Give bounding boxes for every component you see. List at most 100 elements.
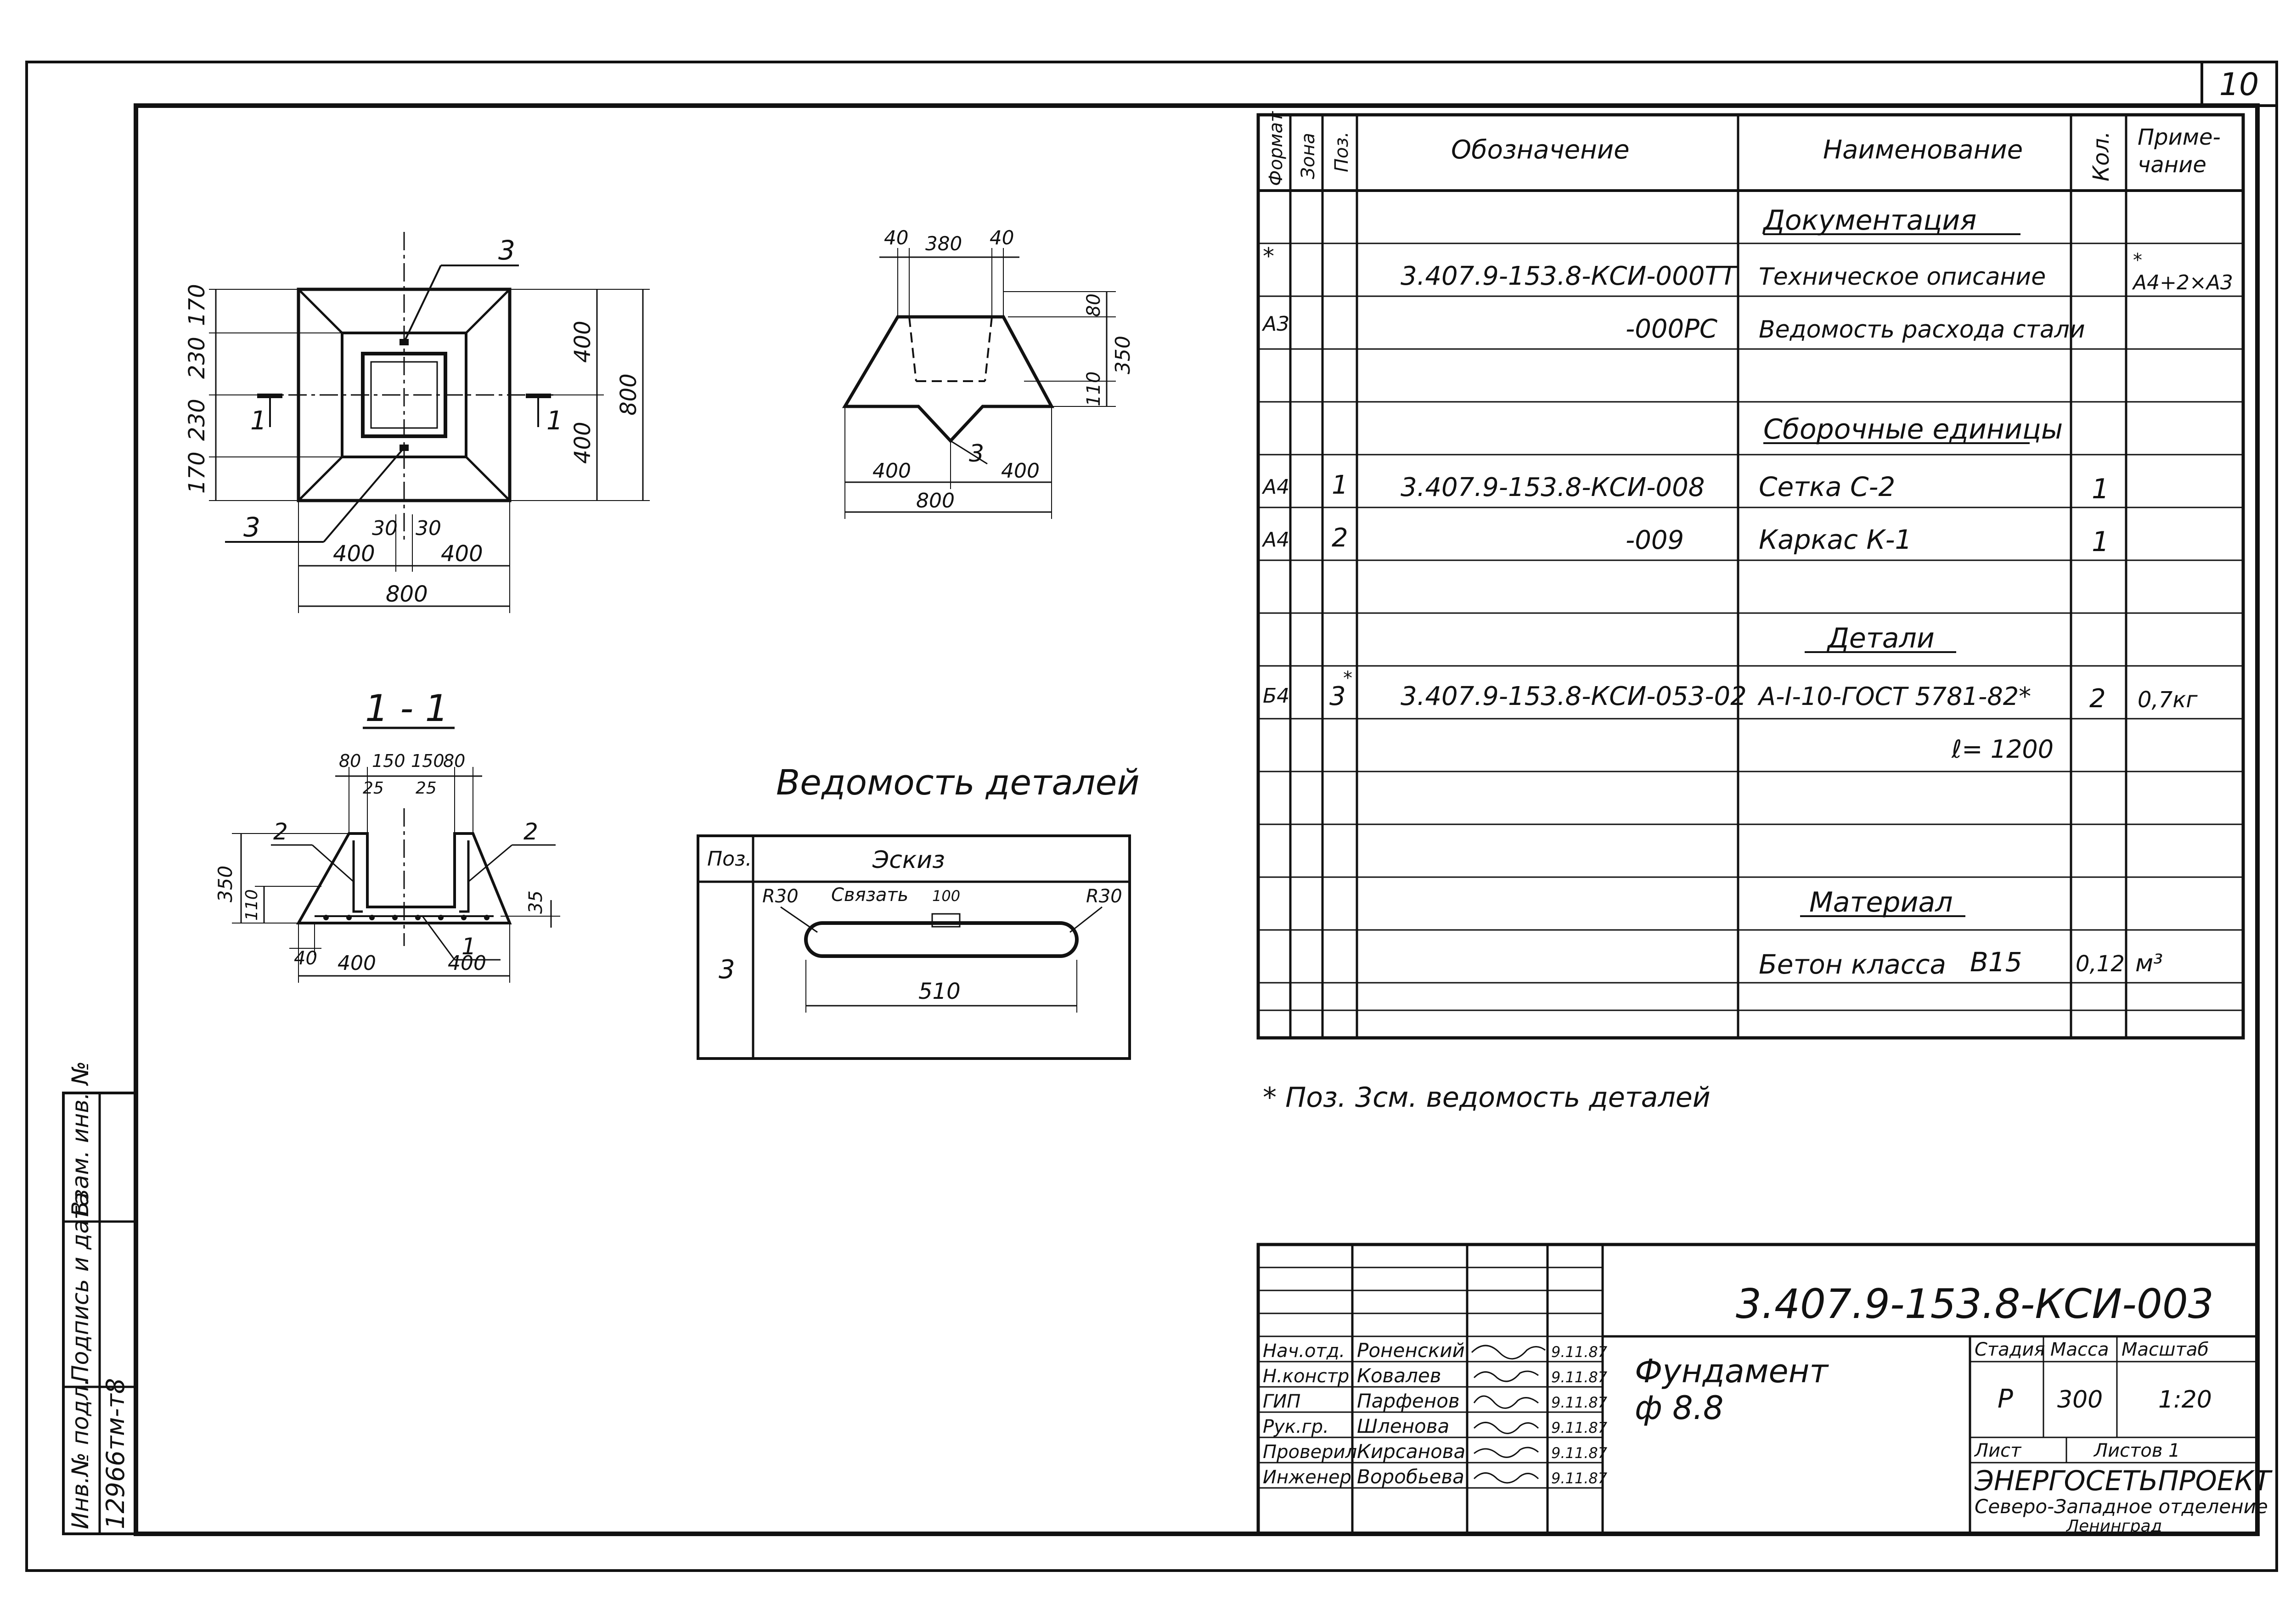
asm1-pos: 1 [1332, 470, 1348, 500]
sig-name: Парфенов [1357, 1390, 1460, 1412]
sig-date: 9.11.87 [1551, 1419, 1608, 1436]
mat1-unit: м³ [2135, 950, 2163, 977]
details-length: 510 [918, 979, 961, 1004]
plan-callout-top: 3 [498, 235, 515, 266]
hdr-qty: Кол. [2088, 131, 2114, 181]
details-col-pos: Поз. [707, 847, 752, 871]
scale-header: Масштаб [2122, 1339, 2209, 1360]
asm2-designation: -009 [1626, 525, 1684, 555]
hdr-format: Формат [1266, 111, 1287, 186]
sec-dim-bottom-2: 400 [448, 952, 486, 975]
side-stamp: Инв.№ подл. 12966тм-т8 Подпись и дата Вз… [62, 1061, 137, 1535]
mat1-grade: В15 [1970, 946, 2022, 978]
sec-callout-2-left: 2 [273, 818, 288, 845]
doc1-designation: 3.407.9-153.8-КСИ-000ТТ [1401, 261, 1738, 291]
signature-scribble [1473, 1395, 1539, 1409]
plan-dim-bottom-2: 400 [441, 541, 483, 567]
sig-role: Рук.гр. [1263, 1416, 1329, 1437]
elev-dim-bottom-1: 400 [872, 459, 911, 483]
sec-dim-top-3: 150 [411, 751, 445, 771]
section-mark-right: 1 [546, 406, 563, 436]
details-pos: 3 [719, 955, 735, 985]
signature-scribble [1474, 1447, 1539, 1458]
sec-offset: 40 [294, 948, 317, 969]
hdr-pos: Поз. [1331, 131, 1352, 172]
hdr-note-1: Приме- [2138, 124, 2221, 150]
sheet-name-1: Фундамент [1635, 1352, 1829, 1390]
det1-format: Б4 [1263, 684, 1289, 708]
elev-dim-right-3: 110 [1083, 372, 1104, 406]
mat1-name: Бетон класса [1759, 949, 1946, 980]
signature-scribble [1471, 1345, 1546, 1360]
sheet-label: Лист [1974, 1440, 2022, 1461]
mat1-qty: 0,12 [2076, 951, 2125, 977]
asm2-name: Каркас К-1 [1759, 524, 1912, 555]
sig-row: Н.констр Ковалев 9.11.87 [1263, 1364, 1608, 1387]
det1-note: 0,7кг [2138, 687, 2198, 713]
sec-callout-2-right: 2 [523, 818, 538, 845]
det1-name: А-I-10-ГОСТ 5781-82* [1757, 682, 2031, 711]
plan-dim-right-total: 800 [616, 373, 642, 416]
inv-value: 12966тм-т8 [101, 1378, 130, 1529]
elev-dim-top-3: 40 [990, 226, 1014, 249]
details-r-left: R30 [762, 886, 799, 907]
plan-dim-left-4: 170 [184, 451, 210, 494]
elev-dim-right-2: 350 [1111, 336, 1135, 374]
inner-frame [134, 103, 2260, 1536]
asm1-designation: 3.407.9-153.8-КСИ-008 [1401, 473, 1705, 502]
signature-scribble [1473, 1370, 1539, 1382]
scale-value: 1:20 [2158, 1386, 2212, 1414]
section-1-1: 1 - 1 80 150 150 80 25 25 350 110 [214, 687, 560, 983]
sig-name: Роненский [1357, 1339, 1465, 1362]
sec-dim-bottom-1: 400 [338, 952, 376, 975]
asm1-name: Сетка С-2 [1759, 471, 1895, 502]
det1-pos-star: * [1343, 668, 1352, 689]
plan-dim-right-1: 400 [570, 321, 596, 363]
sheet-code: 3.407.9-153.8-КСИ-003 [1736, 1280, 2214, 1328]
plan-dim-bottom-total: 800 [386, 581, 428, 607]
asm2-qty: 1 [2092, 526, 2109, 558]
plan-dim-left-2: 230 [184, 337, 210, 379]
sig-date: 9.11.87 [1551, 1369, 1608, 1386]
doc1-note-star: * [2133, 250, 2142, 271]
org-name: ЭНЕРГОСЕТЬПРОЕКТ [1974, 1465, 2273, 1497]
asm2-pos: 2 [1332, 523, 1348, 553]
asm1-format: А4 [1261, 475, 1289, 499]
plan-dim-right-2: 400 [570, 422, 596, 464]
sec-dim-right: 35 [525, 890, 546, 914]
hdr-note-2: чание [2138, 152, 2206, 178]
sign-date-label: Подпись и дата [67, 1192, 94, 1382]
plan-gap-right: 30 [416, 517, 441, 540]
plan-dim-left-3: 230 [184, 399, 210, 441]
sig-name: Кирсанова [1357, 1440, 1465, 1463]
sec-dim-top-1: 80 [339, 751, 361, 771]
sig-role: Н.констр [1263, 1366, 1349, 1387]
sec-dim-inner-1: 25 [363, 779, 384, 798]
spec-footnote: * Поз. 3см. ведомость деталей [1263, 1081, 1711, 1114]
details-bind-len: 100 [932, 887, 960, 905]
doc1-note: А4+2×А3 [2132, 271, 2233, 294]
doc2-designation: -000РС [1626, 314, 1717, 344]
sig-date: 9.11.87 [1551, 1343, 1608, 1361]
hdr-zone: Зона [1298, 133, 1319, 179]
sig-role: ГИП [1263, 1391, 1300, 1412]
sec-dim-top-4: 80 [443, 751, 465, 771]
sig-row: Нач.отд. Роненский 9.11.87 [1263, 1339, 1608, 1362]
doc1-name: Техническое описание [1759, 263, 2046, 291]
det1-designation: 3.407.9-153.8-КСИ-053-02 [1401, 681, 1747, 711]
sig-name: Шленова [1357, 1415, 1449, 1437]
spec-table: Формат Зона Поз. Обозначение Наименовани… [1256, 111, 2245, 1040]
elev-dim-bottom-2: 400 [1001, 459, 1040, 483]
sig-row: Рук.гр. Шленова 9.11.87 [1263, 1415, 1608, 1437]
sec-assemblies: Сборочные единицы [1763, 413, 2063, 445]
sig-row: Инженер Воробьева 9.11.87 [1263, 1465, 1608, 1488]
asm1-qty: 1 [2092, 473, 2109, 505]
details-r-right: R30 [1086, 886, 1122, 907]
stage-value: Р [1998, 1384, 2013, 1414]
section-mark-left: 1 [250, 406, 267, 436]
section-title: 1 - 1 [365, 687, 449, 730]
sec-callout-1: 1 [461, 933, 476, 960]
sec-dim-left-1: 350 [214, 866, 236, 902]
details-col-sketch: Эскиз [872, 846, 945, 874]
